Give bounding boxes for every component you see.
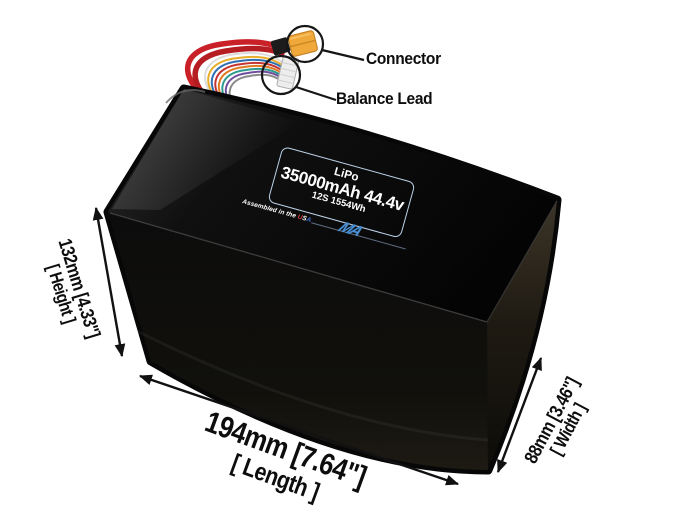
- heatshrink: [270, 37, 291, 56]
- dimension-arrows: [92, 206, 543, 486]
- balance-plug-icon: [276, 55, 300, 90]
- balance-wire: [210, 58, 284, 109]
- xt90-connector-icon: [287, 30, 318, 57]
- balance-lead-label: Balance Lead: [336, 90, 433, 109]
- connector-group: [270, 30, 318, 90]
- width-arrow: [496, 356, 543, 474]
- callout-graphics: [260, 24, 365, 102]
- connector-label: Connector: [366, 50, 441, 69]
- magnifier-circle-icon: [285, 24, 325, 64]
- height-arrow: [92, 206, 126, 358]
- length-arrow: [138, 374, 460, 486]
- balance-wire: [204, 52, 283, 103]
- top-face-sheen: [112, 89, 300, 210]
- balance-leader-line: [295, 85, 337, 102]
- magnifier-circle-icon: [260, 54, 302, 96]
- power-wire: [184, 39, 284, 103]
- connector-leader-line: [321, 48, 365, 62]
- edge-highlight-right: [486, 200, 558, 323]
- edge-highlight-front: [109, 212, 488, 323]
- corner-highlight: [165, 89, 206, 104]
